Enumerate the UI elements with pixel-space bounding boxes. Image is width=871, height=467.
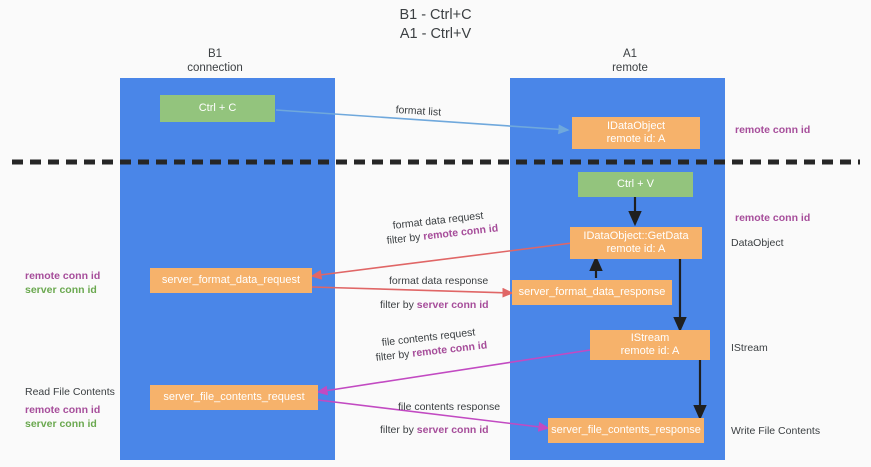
filter-prefix: filter by — [380, 299, 417, 311]
annotation-left-remote-conn-id: remote conn id — [25, 270, 101, 282]
edge-label-format-list: format list — [395, 103, 442, 119]
node-server-format-data-response[interactable]: server_format_data_response — [512, 280, 672, 305]
filter-prefix: filter by — [380, 424, 417, 436]
annotation-right-write-file-contents: Write File Contents — [731, 425, 821, 437]
edge-label-format-data-response-filter: filter by server conn id — [380, 298, 489, 312]
node-server-format-data-request[interactable]: server_format_data_request — [150, 268, 312, 293]
column-header-left: B1 connection — [187, 48, 243, 74]
node-ctrl-v[interactable]: Ctrl + V — [578, 172, 693, 197]
node-server-file-contents-response[interactable]: server_file_contents_response — [548, 418, 704, 443]
edge-label-file-contents-response-filter: filter by server conn id — [380, 423, 489, 437]
annotation-left-read-file-contents: Read File Contents — [25, 386, 115, 398]
node-idataobject-getdata[interactable]: IDataObject::GetData remote id: A — [570, 227, 702, 259]
edge-label-file-contents-response: file contents response — [398, 401, 501, 413]
node-istream[interactable]: IStream remote id: A — [590, 330, 710, 360]
annotation-right-dataobject: DataObject — [731, 237, 784, 249]
node-ctrl-c[interactable]: Ctrl + C — [160, 95, 275, 122]
annotation-right-istream: IStream — [731, 342, 768, 354]
annotation-right-remote-conn-id-mid: remote conn id — [735, 212, 811, 224]
diagram-title: B1 - Ctrl+C A1 - Ctrl+V — [399, 7, 472, 42]
filter-key-server-conn-id: server conn id — [416, 299, 489, 311]
annotation-left-server-conn-id: server conn id — [25, 284, 97, 296]
column-header-right: A1 remote — [612, 48, 648, 74]
filter-key-server-conn-id: server conn id — [416, 424, 489, 436]
filter-prefix: filter by — [375, 347, 414, 364]
filter-prefix: filter by — [386, 230, 425, 247]
edge-label-format-data-response: format data response — [389, 275, 489, 287]
annotation-right-remote-conn-id-top: remote conn id — [735, 124, 811, 136]
annotation-left-server-conn-id-2: server conn id — [25, 418, 97, 430]
node-server-file-contents-request[interactable]: server_file_contents_request — [150, 385, 318, 410]
annotation-left-remote-conn-id-2: remote conn id — [25, 404, 101, 416]
node-idataobject[interactable]: IDataObject remote id: A — [572, 117, 700, 149]
